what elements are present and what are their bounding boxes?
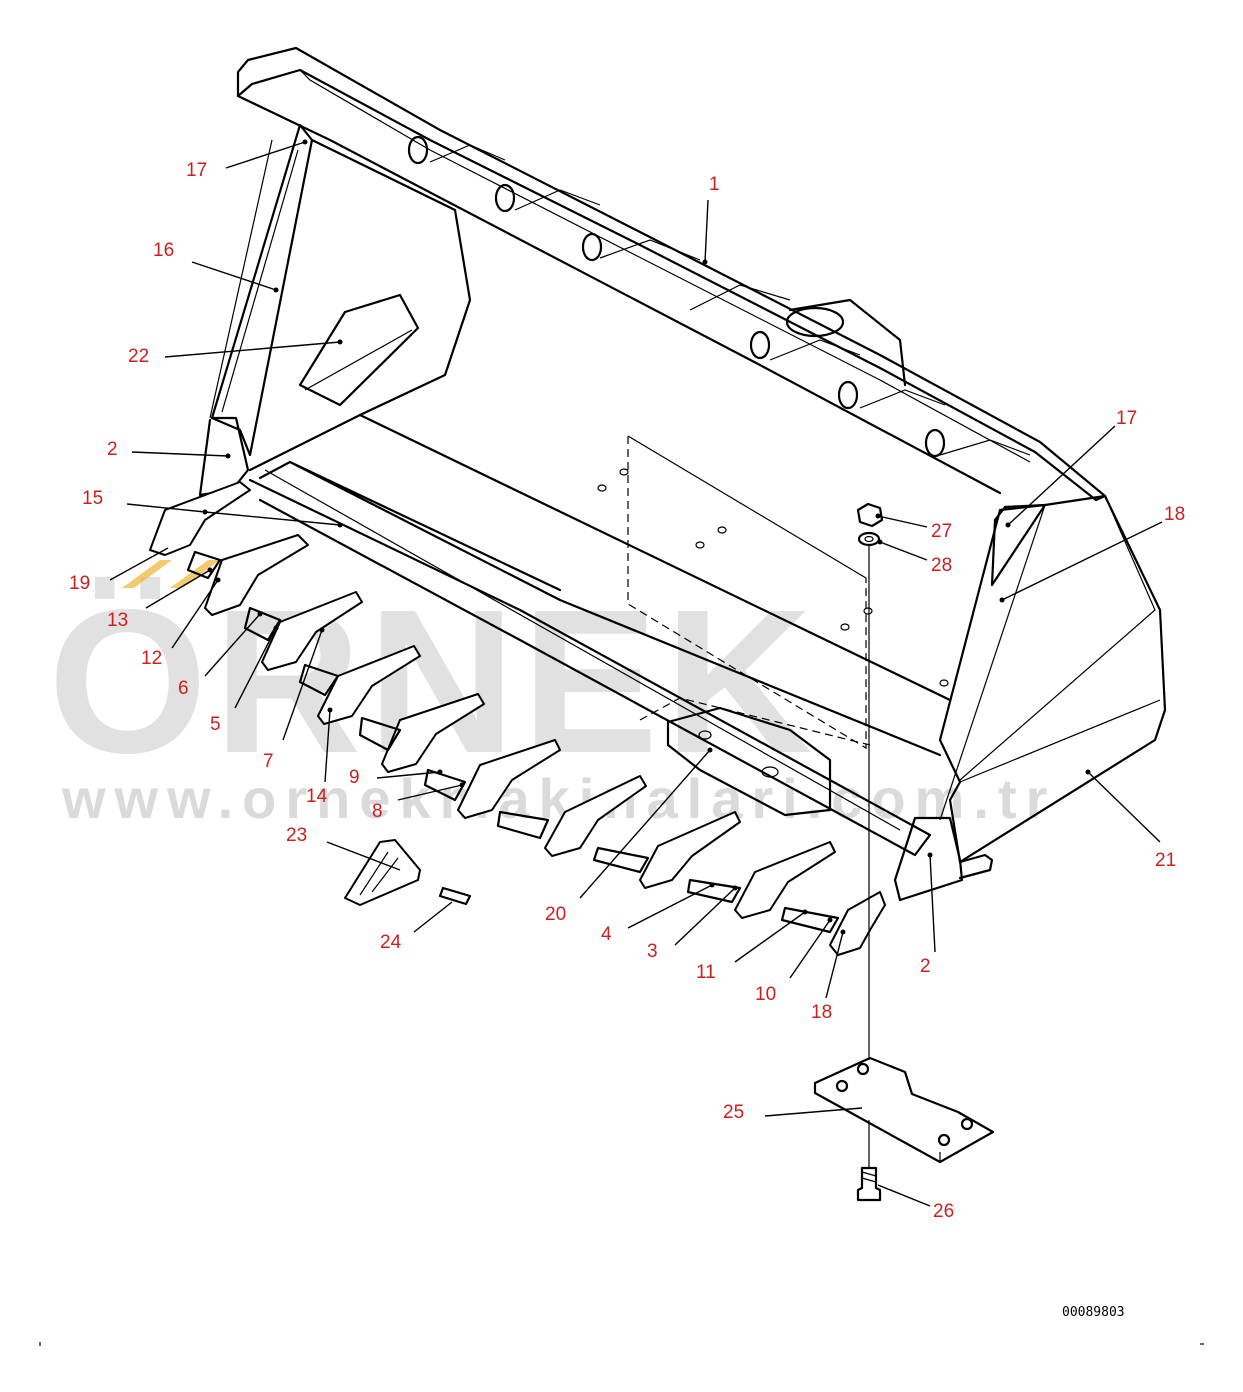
nut-27 [856,502,884,528]
loose-parts [344,502,995,1202]
washer-28 [857,531,881,547]
right-side-plate [938,494,1167,864]
callout-10: 10 [755,984,776,1005]
callout-3: 3 [647,941,658,962]
callout-20: 20 [545,904,566,925]
callout-15: 15 [82,488,103,509]
callout-26: 26 [933,1201,954,1222]
callout-7: 7 [263,751,274,772]
callout-4: 4 [601,924,612,945]
bolt-26 [856,1166,882,1202]
watermark: ÖRNEK www.ornekmakinalari.com.tr [48,560,1056,830]
callout-8: 8 [372,801,383,822]
back-plate-top [236,94,1002,495]
tooth-2 [204,534,309,616]
segment-10 [780,906,840,934]
top-rail [236,46,1107,502]
callout-18-bottom: 18 [811,1002,832,1023]
segment-mid [496,810,550,840]
side-cutout [298,293,420,407]
segment-6 [243,606,282,642]
callout-13: 13 [107,610,128,631]
callout-12: 12 [141,648,162,669]
callout-17-top-left: 17 [186,160,207,181]
watermark-url: www.ornekmakinalari.com.tr [61,767,1056,830]
callout-22: 22 [128,346,149,367]
callout-19: 19 [69,573,90,594]
tooth-7 [544,775,647,857]
callouts: 1 17 16 22 2 15 19 13 12 6 5 7 14 9 8 23… [69,160,1185,1222]
back-plate [310,138,952,702]
tooth-8 [639,811,741,889]
tooth-1 [149,481,251,556]
rail-holes [407,135,1031,458]
callout-28: 28 [931,555,952,576]
callout-9: 9 [349,767,360,788]
segment-3 [686,878,742,904]
teeth-row [149,481,886,956]
corner-marks [39,1342,1204,1346]
callout-18-right: 18 [1164,504,1185,525]
callout-21: 21 [1155,850,1176,871]
callout-25: 25 [723,1102,744,1123]
callout-24: 24 [380,932,402,953]
callout-2-right: 2 [920,956,931,977]
callout-17-right: 17 [1116,408,1137,429]
back-plate-lower [248,413,362,472]
watermark-brand: ÖRNEK [48,567,818,796]
tooth-4 [317,645,421,725]
segment-13 [186,550,222,580]
segment-9 [358,716,402,752]
pin-24 [438,886,472,906]
tooth-10 [829,891,886,956]
bucket-body [198,46,1167,902]
callout-16: 16 [153,240,174,261]
left-side-plate [210,123,314,457]
cutting-edge-line [258,460,942,757]
segment-7 [298,663,340,697]
tooth-5 [381,693,485,773]
segment-8 [423,768,467,802]
callout-14: 14 [306,786,328,807]
tooth-9 [734,841,836,919]
wear-plate-20 [666,706,832,817]
segment-4 [592,846,650,874]
callout-11: 11 [696,962,716,983]
interior-panel [627,436,867,750]
bucket-floor [248,478,932,857]
callout-6: 6 [178,678,189,699]
callout-5: 5 [210,714,221,735]
leader-lines [109,139,1163,1207]
tooth-3 [261,591,363,671]
spare-tooth-23 [344,839,421,906]
callout-23: 23 [286,825,307,846]
drawing-code: 00089803 [1062,1305,1125,1320]
tooth-6 [457,739,561,819]
callout-27: 27 [931,521,952,542]
callout-1: 1 [709,174,720,195]
plate-25 [813,1056,995,1164]
callout-2-left: 2 [107,439,118,460]
